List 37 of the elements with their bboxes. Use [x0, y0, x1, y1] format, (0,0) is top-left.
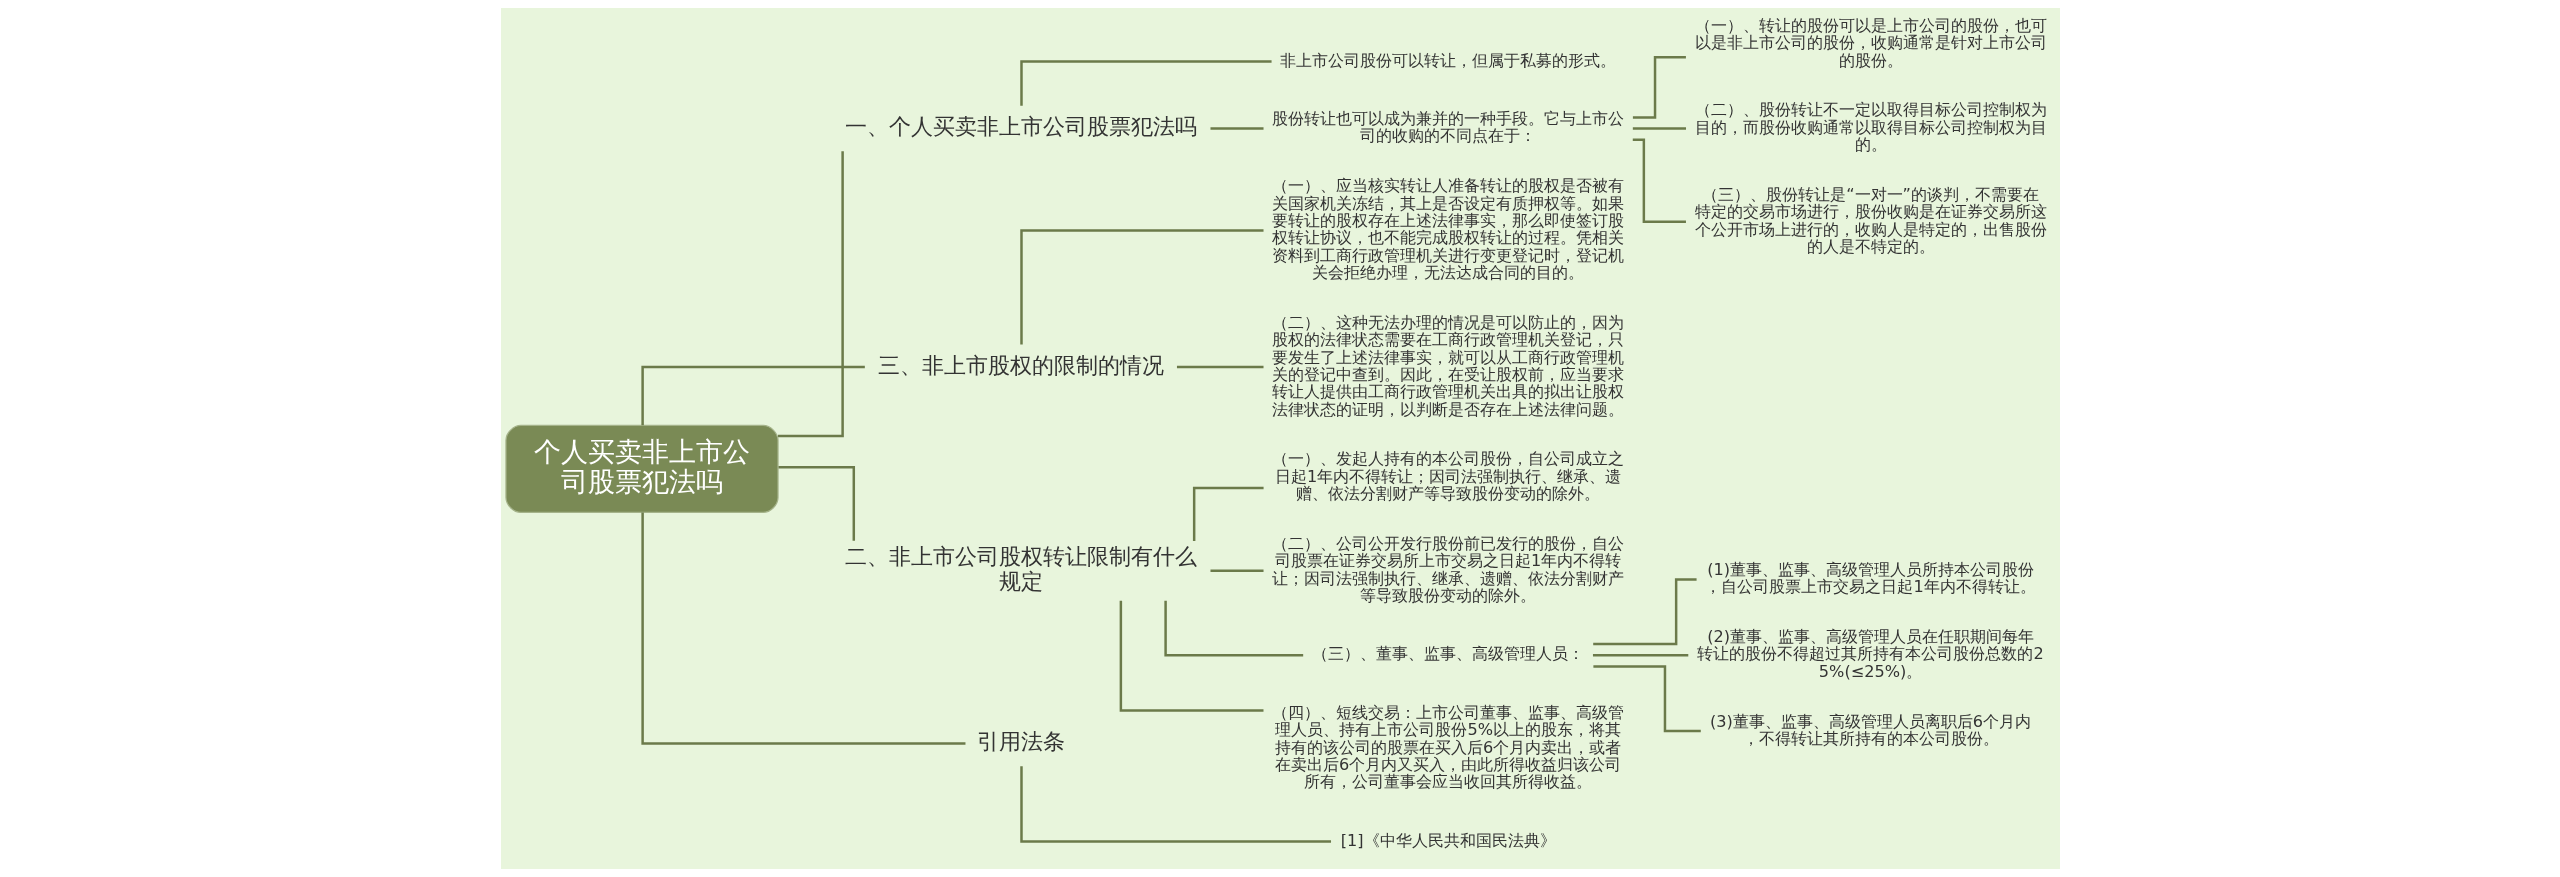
node-text: (1)董事、监事、高级管理人员所持本公司股份，自公司股票上市交易之日起1年内不得转让。 — [1704, 560, 2036, 597]
connector — [1592, 665, 1701, 733]
connector — [778, 466, 855, 541]
node-text: （二）、这种无法办理的情况是可以防止的，因为股权的法律状态需要在工商行政管理机关登记，只要发生了上述法律事实，就可以从工商行政管理机关的登记中查到。因此，在受让股权前，应当要求转让人提供由工商行政管理机关出具的拟出让股权法律状态的证明，以判断是否存在上述法律问题。 — [1271, 312, 1624, 419]
connector — [640, 365, 865, 426]
node-text: 三、非上市股权的限制的情况 — [877, 351, 1164, 378]
connector — [1592, 654, 1688, 657]
node-text: 一、个人买卖非上市公司股票犯法吗 — [844, 113, 1197, 140]
node-text: [1]《中华人民共和国民法典》 — [1340, 830, 1556, 850]
node-text: （二）、股份转让不一定以取得目标公司控制权为目的，而股份收购通常以取得目标公司控制权为目的。 — [1694, 100, 2047, 155]
node-text: 股份转让也可以成为兼并的一种手段。它与上市公司的收购的不同点在于： — [1271, 109, 1624, 146]
node-text: （一）、发起人持有的本公司股份，自公司成立之日起1年内不得转让；因司法强制执行、继承、遗赠、依法分割财产等导致股份变动的除外。 — [1271, 449, 1624, 504]
connector — [1210, 127, 1264, 130]
connector — [1632, 138, 1686, 223]
node-box: 个人买卖非上市公司股票犯法吗 — [504, 424, 779, 514]
connector — [1019, 766, 1331, 843]
node-text: （三）、董事、监事、高级管理人员： — [1311, 644, 1584, 664]
connector — [1119, 600, 1263, 712]
connector — [1632, 127, 1686, 130]
node-text: 引用法条 — [976, 727, 1065, 754]
connector — [1019, 229, 1263, 345]
node-text: （一）、应当核实转让人准备转让的股权是否被有关国家机关冻结，其上是否设定有质押权等。如果要转让的股权存在上述法律事实，那么即使签订股权转让协议，也不能完成股权转让的过程。凭相关资料到工商行政管理机关进行变更登记时，登记机关会拒绝办理，无法达成合同的目的。 — [1271, 176, 1624, 283]
connector — [1210, 569, 1264, 573]
node-text: 非上市公司股份可以转让，但属于私募的形式。 — [1279, 50, 1616, 70]
node-text: （三）、股份转让是“一对一”的谈判，不需要在特定的交易市场进行，股份收购是在证券交易所这个公开市场上进行的，收购人是特定的，出售股份的人是不特定的。 — [1694, 184, 2047, 257]
connector — [1019, 60, 1272, 106]
node-text: 二、非上市公司股权转让限制有什么规定 — [844, 542, 1197, 594]
connector — [777, 151, 844, 438]
connector — [1176, 365, 1263, 369]
node-text: （二）、公司公开发行股份前已发行的股份，自公司股票在证券交易所上市交易之日起1年内不得转让；因司法强制执行、继承、遗赠、依法分割财产等导致股份变动的除外。 — [1271, 533, 1624, 606]
connector — [640, 512, 965, 745]
node-text: （四）、短线交易：上市公司董事、监事、高级管理人员、持有上市公司股份5%以上的股东，将其持有的该公司的股票在买入后6个月内卖出，或者在卖出后6个月内又买入，由此所得收益归该公司所有，公司董事会应当收回其所得收益。 — [1271, 702, 1624, 792]
connector — [1192, 486, 1264, 541]
node-text: (2)董事、监事、高级管理人员在任职期间每年转让的股份不得超过其所持有本公司股份总数的25%(≤25%)。 — [1696, 627, 2044, 681]
connector — [1163, 600, 1303, 657]
node-text: （一）、转让的股份可以是上市公司的股份，也可以是非上市公司的股份，收购通常是针对上市公司的股份。 — [1694, 15, 2047, 70]
node-text: (3)董事、监事、高级管理人员离职后6个月内，不得转让其所持有的本公司股份。 — [1709, 711, 2031, 748]
